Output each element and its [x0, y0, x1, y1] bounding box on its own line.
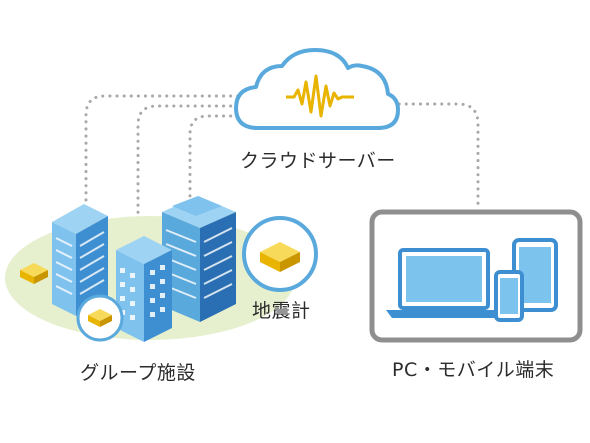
line-cloud-to-building-left: [84, 94, 254, 207]
seismometer-bubble-large-icon: [242, 216, 318, 292]
devices-panel: [369, 209, 583, 343]
seismometer-small-left-icon: [20, 263, 48, 284]
devices-label: PC・モバイル端末: [392, 359, 555, 381]
waveform-icon: [286, 74, 354, 118]
laptop-icon: [386, 248, 502, 318]
line-cloud-to-devices: [390, 102, 480, 207]
smartphone-icon: [494, 270, 524, 322]
cloud-server-icon: [234, 48, 400, 130]
seismometer-label: 地震計: [252, 300, 311, 322]
tablet-icon: [512, 238, 558, 312]
building-left-icon: [52, 204, 108, 316]
group-facilities-label: グループ施設: [80, 362, 196, 384]
line-cloud-to-building-right: [188, 114, 254, 207]
building-center-icon: [116, 236, 172, 342]
cloud-server-label: クラウドサーバー: [240, 150, 396, 172]
connection-lines: [84, 94, 480, 217]
seismometer-bubble-bottom-icon: [76, 294, 124, 342]
building-right-icon: [162, 196, 236, 322]
